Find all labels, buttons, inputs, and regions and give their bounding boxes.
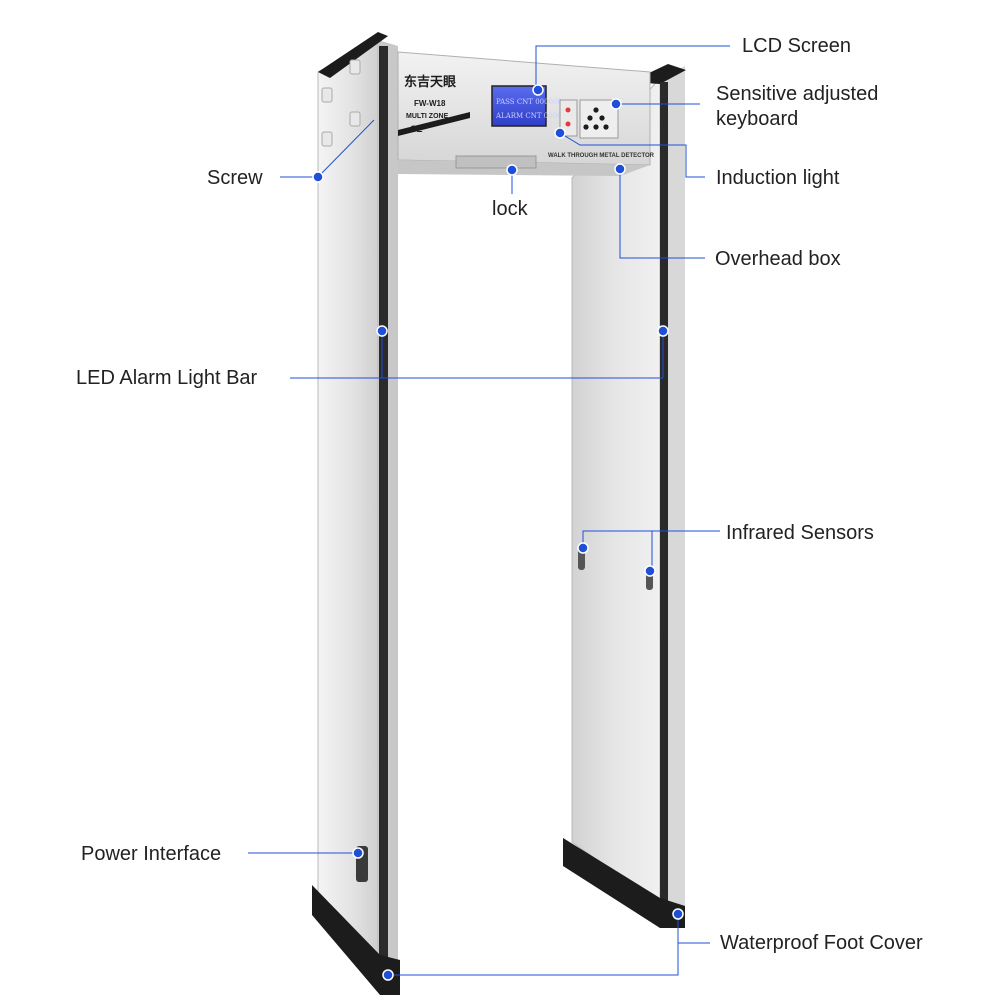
keyboard-key — [593, 107, 599, 113]
induction-light-dot — [565, 107, 571, 113]
induction-light-dot — [565, 121, 571, 127]
led-bar-left-marker — [376, 325, 388, 337]
label-lock: lock — [492, 198, 528, 220]
label-led-alarm-light-bar: LED Alarm Light Bar — [76, 367, 258, 389]
led-bar-right-marker — [657, 325, 669, 337]
power-interface-marker — [352, 847, 364, 859]
keyboard-marker — [610, 98, 622, 110]
label-power-interface: Power Interface — [81, 843, 222, 865]
right-panel — [563, 64, 686, 928]
right-foot-cover — [563, 838, 685, 928]
foot-cover-right-marker — [672, 908, 684, 920]
screw-group — [321, 59, 361, 147]
infrared-left-marker — [577, 542, 589, 554]
marker-dots — [312, 84, 684, 981]
left-led-light-bar — [379, 46, 388, 971]
label-keyboard-line-1: Sensitive adjusted — [716, 83, 879, 105]
label-keyboard-line-2: keyboard — [716, 108, 799, 130]
keyboard-key — [583, 124, 589, 130]
label-overhead-box: Overhead box — [715, 248, 841, 270]
induction-light-marker — [554, 127, 566, 139]
induction-light-panel — [559, 99, 578, 137]
leader-lines — [248, 45, 730, 976]
certification-marks: CE — [410, 124, 423, 134]
label-infrared-sensors: Infrared Sensors — [726, 522, 874, 544]
lock-marker — [506, 164, 518, 176]
keyboard-key — [599, 115, 605, 121]
label-waterproof-foot-cover: Waterproof Foot Cover — [720, 932, 923, 954]
front-plate-text: WALK THROUGH METAL DETECTOR — [548, 153, 655, 159]
label-screw: Screw — [207, 167, 263, 189]
zone-label: MULTI ZONE — [406, 113, 449, 120]
infrared-right-marker — [644, 565, 656, 577]
lock-slot — [455, 155, 537, 169]
screw-marker — [312, 171, 324, 183]
keyboard-key — [587, 115, 593, 121]
left-foot-cover — [312, 885, 400, 995]
model-label: FW-W18 — [414, 99, 446, 108]
brand-logo: 东吉天眼 — [404, 74, 457, 90]
lcd-line-2: ALARM CNT 000000 — [495, 112, 571, 120]
left-panel — [312, 32, 400, 995]
foot-cover-left-marker — [382, 969, 394, 981]
lcd-line-1: PASS CNT 000000 — [496, 98, 562, 106]
keyboard-key — [603, 124, 609, 130]
label-induction-light: Induction light — [716, 167, 840, 189]
overhead-box: 东吉天眼 FW-W18 MULTI ZONE CE PASS CNT 00000… — [397, 51, 655, 176]
right-led-light-bar — [660, 82, 668, 902]
lcd-screen-marker — [532, 84, 544, 96]
overhead-box-marker — [614, 163, 626, 175]
keyboard-key — [593, 124, 599, 130]
label-lcd-screen: LCD Screen — [742, 35, 851, 57]
